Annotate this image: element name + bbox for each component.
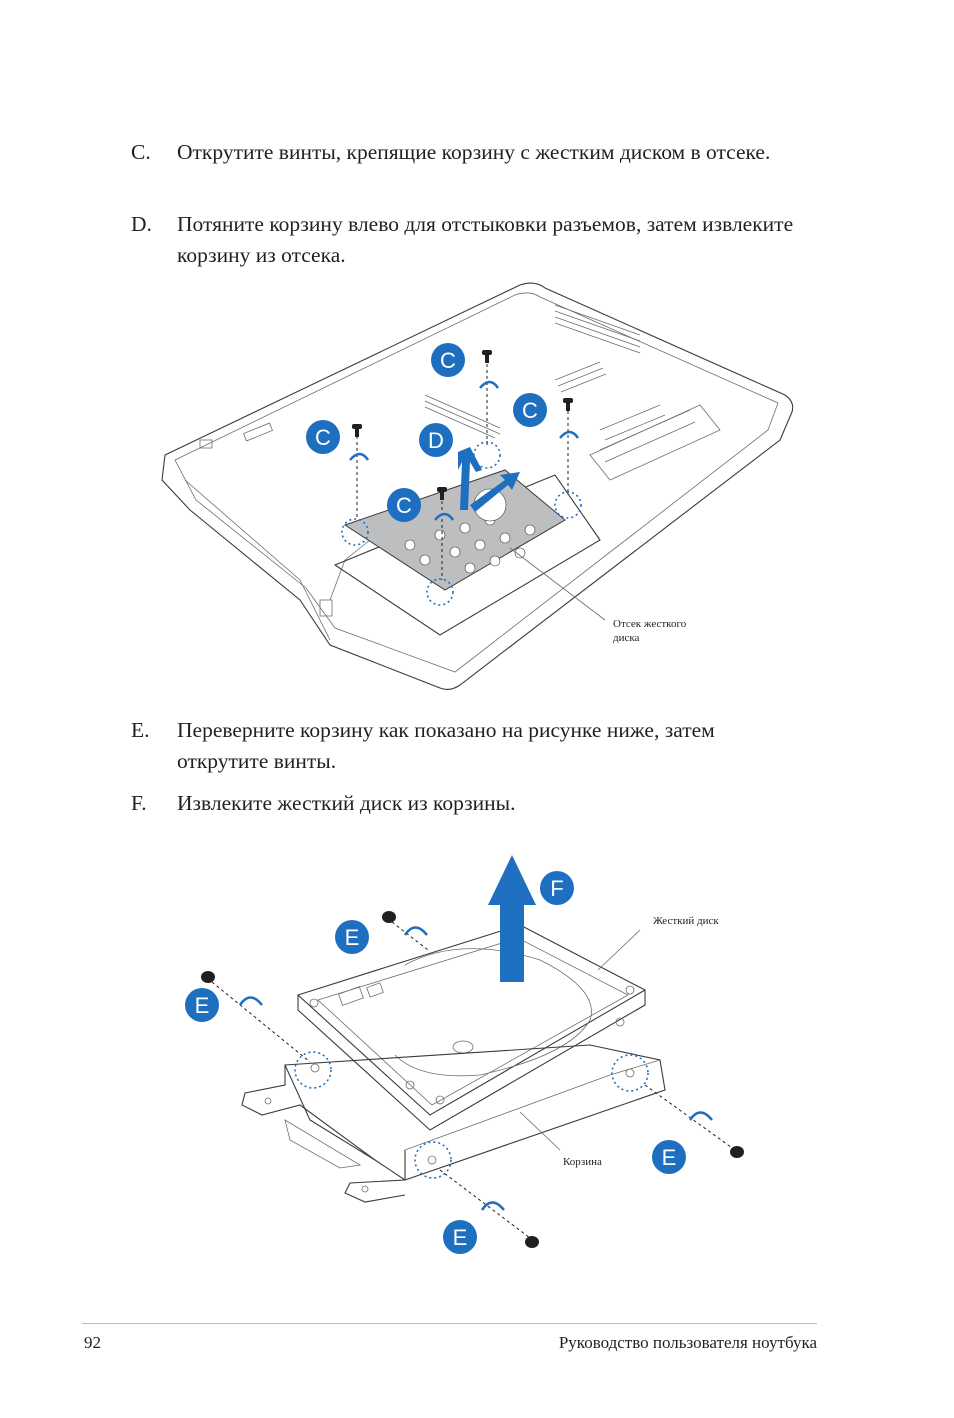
- caddy-label: Корзина: [563, 1156, 602, 1168]
- step-letter: C.: [131, 140, 151, 164]
- step-text: Открутите винты, крепящие корзину с жест…: [177, 140, 771, 164]
- hdd-bay-label-line1: Отсек жесткого: [613, 618, 687, 630]
- step-text: Переверните корзину как показано на рису…: [177, 718, 715, 773]
- hdd-caddy-illustration: E E E E F Жесткий диск Корзина: [185, 855, 744, 1254]
- callout-label: C: [315, 425, 331, 450]
- callout-label: F: [550, 876, 563, 901]
- callout-label: C: [396, 493, 412, 518]
- callout-d-badge: D: [419, 423, 453, 457]
- footer-divider: [82, 1323, 817, 1324]
- callout-label: E: [662, 1145, 677, 1170]
- callout-label: E: [345, 925, 360, 950]
- step-text: Извлеките жесткий диск из корзины.: [177, 791, 516, 815]
- callout-c-badge: C: [513, 393, 547, 427]
- callout-c-badge: C: [306, 420, 340, 454]
- callout-label: E: [453, 1225, 468, 1250]
- step-f: F. Извлеките жесткий диск из корзины.: [131, 788, 811, 819]
- callout-label: D: [428, 428, 444, 453]
- step-letter: E.: [131, 718, 150, 742]
- callout-label: C: [522, 398, 538, 423]
- callout-c-badge: C: [387, 488, 421, 522]
- step-letter: D.: [131, 212, 152, 236]
- screw-icon: [294, 1051, 649, 1179]
- step-c: C. Открутите винты, крепящие корзину с ж…: [131, 137, 811, 168]
- step-d: D. Потяните корзину влево для отстыковки…: [131, 209, 811, 271]
- callout-c-badge: C: [431, 343, 465, 377]
- callout-e-badge: E: [185, 988, 219, 1022]
- step-letter: F.: [131, 791, 147, 815]
- callout-f-badge: F: [540, 871, 574, 905]
- step-text: Потяните корзину влево для отстыковки ра…: [177, 212, 794, 267]
- page-number: 92: [84, 1333, 101, 1352]
- footer-title: Руководство пользователя ноутбука: [558, 1333, 817, 1352]
- callout-e-badge: E: [335, 920, 369, 954]
- laptop-hdd-bay-illustration: C C C C D Отсек жесткого диска: [161, 282, 794, 691]
- callout-label: E: [195, 993, 210, 1018]
- hdd-bay-label-line2: диска: [613, 632, 640, 644]
- callout-label: C: [440, 348, 456, 373]
- step-e: E. Переверните корзину как показано на р…: [131, 715, 811, 777]
- callout-e-badge: E: [443, 1220, 477, 1254]
- callout-e-badge: E: [652, 1140, 686, 1174]
- hdd-label: Жесткий диск: [653, 915, 719, 927]
